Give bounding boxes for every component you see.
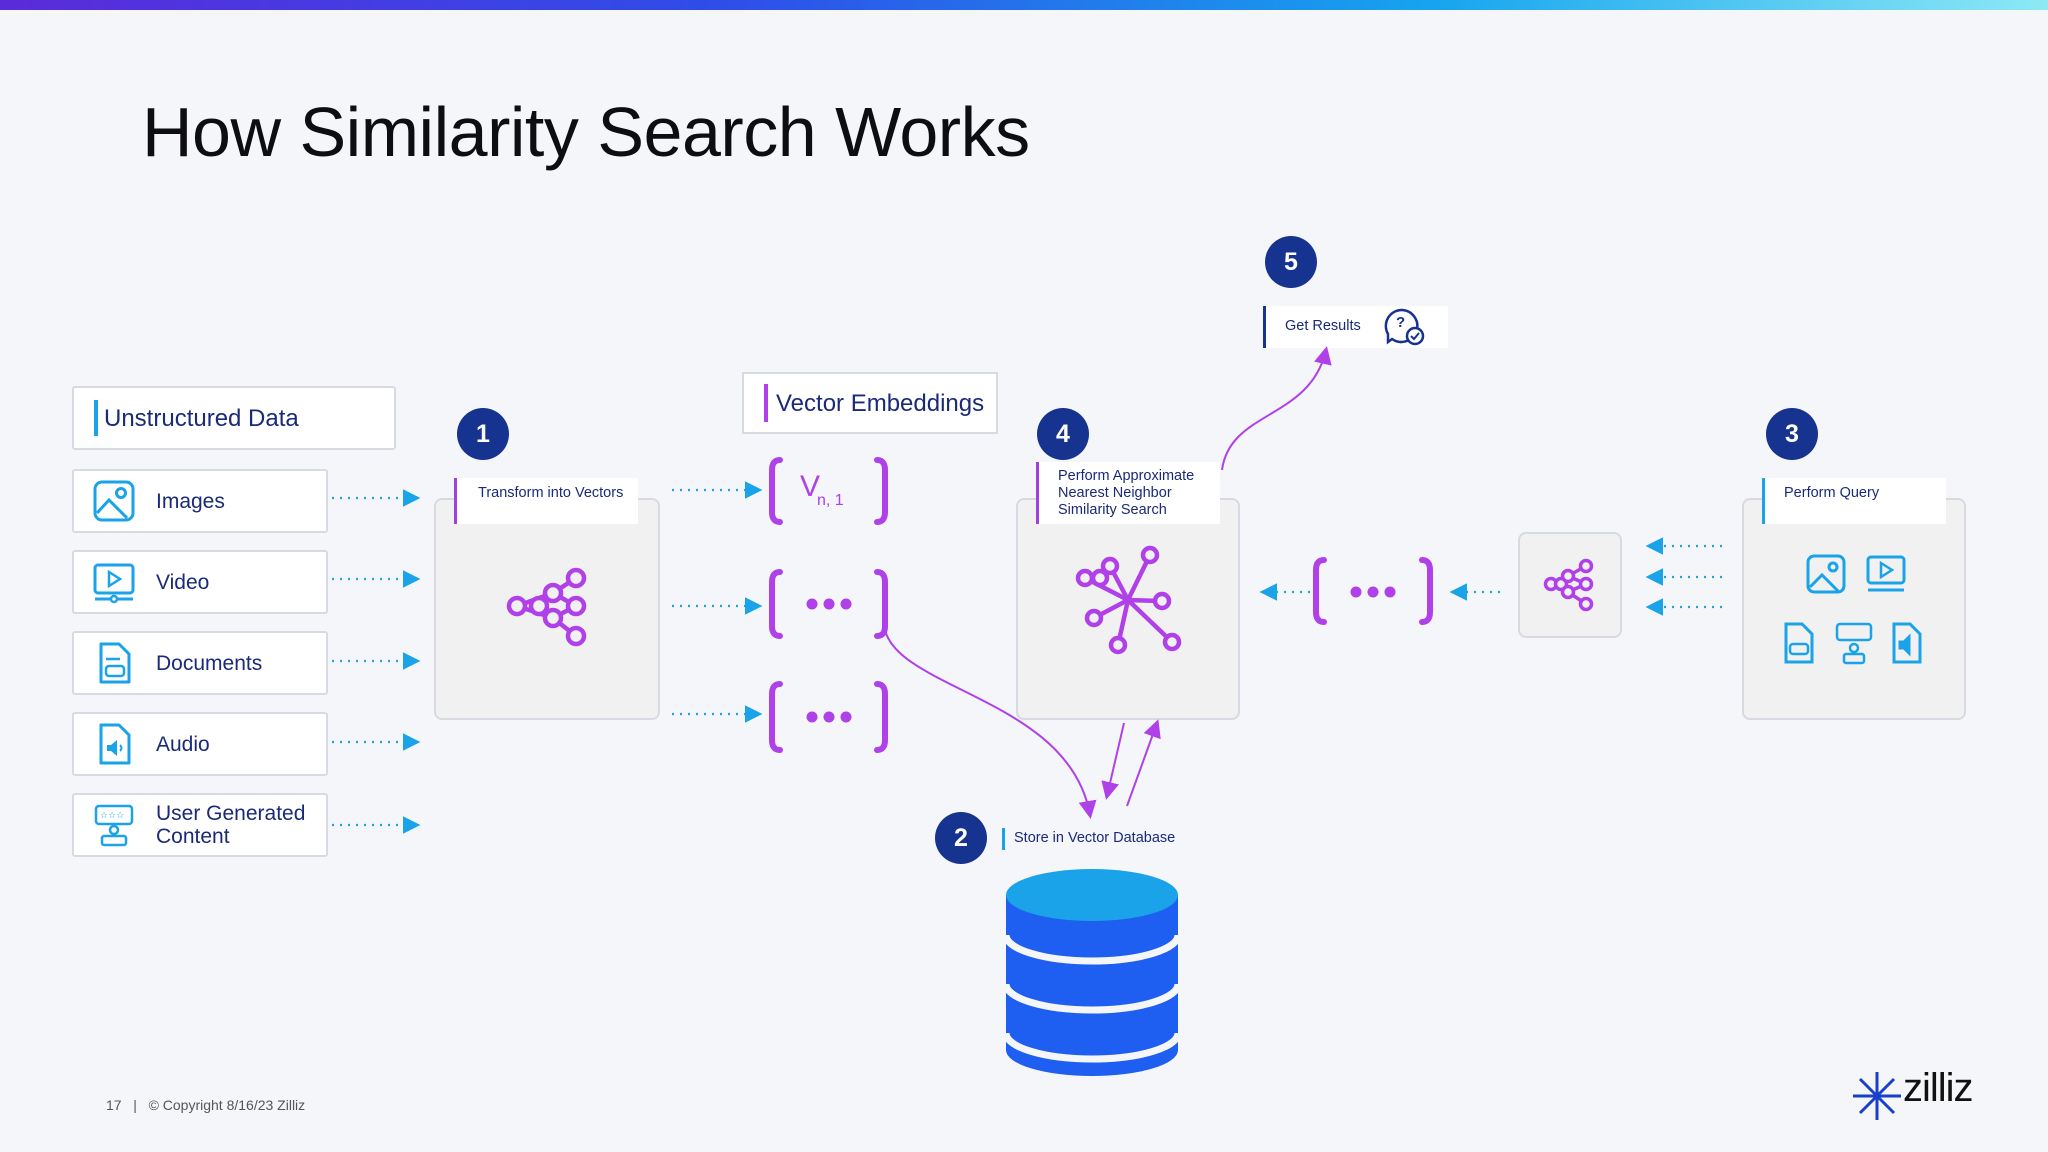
ann-search-label: Perform Approximate Nearest Neighbor Sim… xyxy=(1036,462,1220,524)
bracket-right-1 xyxy=(874,457,888,525)
arrow-ann-to-db xyxy=(1126,719,1161,807)
query-audio-icon xyxy=(1892,622,1922,664)
results-question-icon xyxy=(1384,308,1425,346)
transform-label: Transform into Vectors xyxy=(454,478,638,524)
footer-separator: | xyxy=(133,1097,137,1113)
query-media-icons xyxy=(1784,554,1922,665)
step-5-badge: 5 xyxy=(1265,236,1317,288)
step-1-badge: 1 xyxy=(457,408,509,460)
user-content-icon: ☆☆☆ xyxy=(94,804,134,847)
data-item-label: Documents xyxy=(156,651,263,675)
neural-network-icon xyxy=(506,567,587,647)
ellipsis-dots xyxy=(806,586,1396,723)
query-document-icon xyxy=(1784,622,1814,664)
arrow-to-database xyxy=(884,629,1097,819)
bracket-left-2 xyxy=(769,569,783,639)
step-4-badge: 4 xyxy=(1037,408,1089,460)
data-item-audio: Audio xyxy=(72,712,328,776)
data-item-label: Images xyxy=(156,489,225,513)
data-item-documents: Documents xyxy=(72,631,328,695)
bracket-right-query xyxy=(1419,557,1433,625)
top-gradient-bar xyxy=(0,0,2048,10)
footer: 17 | © Copyright 8/16/23 Zilliz xyxy=(106,1097,305,1113)
data-item-label: User Generated Content xyxy=(156,802,306,848)
query-image-icon xyxy=(1806,554,1846,594)
copyright: © Copyright 8/16/23 Zilliz xyxy=(148,1097,306,1113)
unstructured-data-header: Unstructured Data xyxy=(72,386,396,450)
step-2-badge: 2 xyxy=(935,812,987,864)
query-user-content-icon xyxy=(1835,622,1873,665)
vector-embeddings-title: Vector Embeddings xyxy=(776,390,985,417)
bracket-left-3 xyxy=(769,681,783,753)
bracket-right-3 xyxy=(874,681,888,753)
query-vector-card xyxy=(1518,532,1622,638)
query-neural-network-icon xyxy=(1543,558,1594,612)
vector-v-label: V xyxy=(800,470,821,503)
data-item-label: Audio xyxy=(156,732,210,756)
data-item-video: Video xyxy=(72,550,328,614)
data-item-images: Images xyxy=(72,469,328,533)
ann-search-icon xyxy=(1075,545,1182,655)
query-card xyxy=(1742,498,1966,720)
zilliz-logo-text: zilliz xyxy=(1903,1066,1974,1110)
audio-icon xyxy=(99,723,131,765)
query-label: Perform Query xyxy=(1762,478,1946,524)
page-number: 17 xyxy=(106,1097,122,1113)
arrow-db-to-ann xyxy=(1101,722,1125,800)
store-label: Store in Vector Database xyxy=(1002,828,1202,850)
question-mark-glyph: ? xyxy=(1396,314,1405,331)
arrow-to-results xyxy=(1221,346,1332,471)
query-video-icon xyxy=(1866,555,1906,592)
bracket-left-query xyxy=(1313,557,1327,625)
page-title: How Similarity Search Works xyxy=(142,93,1030,171)
unstructured-data-title: Unstructured Data xyxy=(104,405,299,432)
document-icon xyxy=(99,642,131,684)
video-icon xyxy=(93,563,135,604)
vector-embeddings-header: Vector Embeddings xyxy=(742,372,998,434)
vector-brackets xyxy=(769,457,1433,753)
vector-database-icon xyxy=(1002,869,1182,1076)
ann-search-card xyxy=(1016,498,1240,720)
data-item-label: Video xyxy=(156,570,210,594)
data-item-user-generated-content: ☆☆☆ User Generated Content xyxy=(72,793,328,857)
zilliz-logo-icon xyxy=(1853,1072,1901,1120)
vector-v-subscript: n, 1 xyxy=(817,492,844,509)
svg-text:☆☆☆: ☆☆☆ xyxy=(100,811,124,821)
image-icon xyxy=(93,480,135,522)
bracket-left-1 xyxy=(769,457,783,525)
input-arrows xyxy=(332,481,1722,834)
step-3-badge: 3 xyxy=(1766,408,1818,460)
bracket-right-2 xyxy=(874,569,888,639)
